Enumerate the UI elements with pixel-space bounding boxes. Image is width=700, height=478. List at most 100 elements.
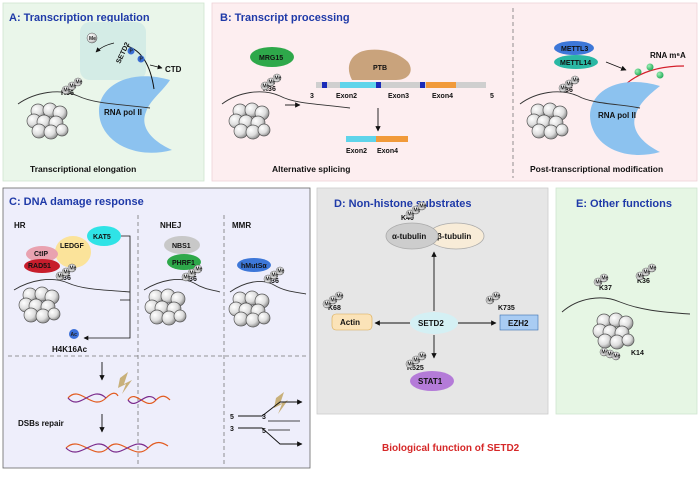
- panel-e-title: E: Other functions: [576, 198, 672, 210]
- methyl-mark: [405, 359, 415, 369]
- nucleosome-c1: [18, 286, 61, 324]
- methyl-label: Me: [277, 269, 284, 275]
- five-prime-label: 5: [490, 93, 494, 100]
- dna-helix-repaired: [65, 441, 169, 453]
- methyl-label: Me: [566, 82, 573, 88]
- rad51-protein: [24, 259, 60, 273]
- dna-strand-e: [561, 297, 691, 315]
- phospho-label: P: [130, 49, 134, 55]
- methyl-label: Me: [419, 354, 426, 360]
- methyl-mark: [61, 85, 71, 95]
- ctd-label: CTD: [165, 65, 182, 74]
- methyl-mark: [181, 272, 191, 282]
- actin-box: [331, 313, 373, 331]
- methyl-label: Me: [613, 354, 620, 360]
- nucleosome-a: [26, 102, 69, 140]
- phrf1-label: PHRF1: [172, 260, 195, 267]
- mmr-label: MMR: [232, 221, 251, 230]
- exon4-label: Exon4: [432, 93, 453, 100]
- mmr-three-label-b: 3: [262, 414, 266, 421]
- mmr-strand-top: [238, 399, 303, 417]
- methyl-label: Me: [274, 76, 281, 82]
- dna-helix-broken: [67, 393, 107, 403]
- methyl-label: Me: [63, 270, 70, 276]
- mmr-three-label: 3: [230, 426, 234, 433]
- methyl-label: Me: [63, 88, 70, 94]
- k37-label: K37: [599, 285, 612, 292]
- methyl-mark: [558, 83, 568, 93]
- methyl-mark: [61, 267, 71, 277]
- mettl3-protein: [554, 41, 594, 55]
- three-prime-label: 3: [310, 93, 314, 100]
- mmr-five-label: 5: [230, 414, 234, 421]
- mmr-five-label-b: 5: [262, 428, 266, 435]
- methyl-label: Me: [413, 358, 420, 364]
- methyl-label: Me: [407, 212, 414, 218]
- methyl-label: Me: [601, 350, 608, 356]
- spliced-exon2: [346, 136, 376, 142]
- nbs1-label: NBS1: [172, 243, 191, 250]
- rna-pol-ii-label-a: RNA pol II: [104, 108, 142, 117]
- k36-label-b: K36: [263, 86, 276, 93]
- methyl-mark: [647, 263, 657, 273]
- methyl-label: Me: [336, 294, 343, 300]
- mettl-arrow: [605, 61, 627, 71]
- dna-strand-c1: [13, 279, 131, 293]
- rna-m6a-label: RNA m⁶A: [650, 51, 686, 60]
- k36-label-b2: K36: [560, 87, 573, 94]
- methyl-label: Me: [195, 267, 202, 273]
- exon2-block: [340, 82, 380, 88]
- mrg15-label: MRG15: [259, 55, 283, 62]
- methyl-mark: [328, 295, 338, 305]
- methyl-label: Me: [487, 298, 494, 304]
- nucleosome-c3: [228, 290, 271, 328]
- methyl-label: Me: [324, 302, 331, 308]
- methyl-mark: [73, 77, 83, 87]
- hmutsa-label: hMutSα: [241, 263, 267, 270]
- alpha-tubulin: [385, 222, 439, 250]
- k36-label-e: K36: [637, 278, 650, 285]
- k14-label: K14: [631, 350, 644, 357]
- k68-label: K68: [328, 305, 341, 312]
- methyl-mark: [599, 273, 609, 283]
- stat1-protein: [410, 371, 454, 391]
- ptb-label: PTB: [373, 65, 387, 72]
- panel-d-title: D: Non-histone substrates: [334, 198, 472, 210]
- methyl-mark: [67, 263, 77, 273]
- ctd-arrow: [149, 64, 163, 70]
- rna-pol-ii-shape: [98, 76, 172, 153]
- methyl-mark: [272, 73, 282, 83]
- ezh2-label: EZH2: [508, 319, 529, 328]
- methyl-arrow: [95, 42, 115, 53]
- methyl-mark: [263, 274, 273, 284]
- m6a-mark: [634, 68, 642, 76]
- acetyl-label: Ac: [71, 332, 78, 338]
- mettl14-protein: [554, 55, 598, 69]
- methyl-label: Me: [265, 277, 272, 283]
- h4k16ac-label: H4K16Ac: [52, 345, 88, 354]
- k36-label-c3: K36: [266, 278, 279, 285]
- methyl-label: Me: [595, 280, 602, 286]
- acetyl-mark: [69, 329, 79, 339]
- hr-label: HR: [14, 221, 26, 230]
- methyl-mark: [611, 351, 621, 361]
- break-bolt: [118, 372, 132, 394]
- panel-b2-caption: Post-transcriptional modification: [530, 164, 663, 174]
- figure-footer: Biological function of SETD2: [382, 443, 520, 454]
- nucleosome-b: [228, 102, 271, 140]
- methyl-label: Me: [419, 204, 426, 210]
- exon3-label: Exon3: [388, 93, 409, 100]
- panel-e-background: [555, 187, 698, 415]
- methyl-mark: [411, 355, 421, 365]
- methyl-mark: [193, 264, 203, 274]
- methyl-label: Me: [271, 273, 278, 279]
- hmutsa-protein: [237, 258, 271, 272]
- methyl-label: Me: [57, 274, 64, 280]
- methyl-mark: [635, 271, 645, 281]
- methyl-mark: [322, 299, 332, 309]
- nucleosome-e: [592, 312, 635, 350]
- methyl-mark: [641, 267, 651, 277]
- dna-strand-c3: [229, 281, 307, 295]
- panel-c-title: C: DNA damage response: [9, 196, 144, 208]
- rad51-label: RAD51: [28, 263, 51, 270]
